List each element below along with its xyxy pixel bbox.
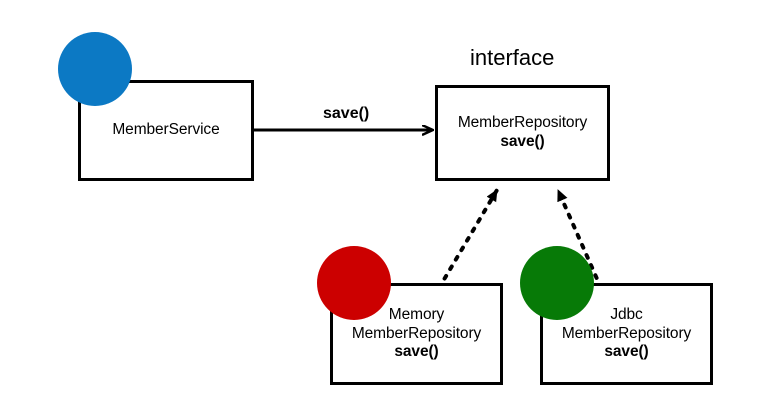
edge-memory-implements <box>437 188 499 290</box>
green-annotation-blob <box>520 246 594 320</box>
blue-annotation-blob <box>58 32 132 106</box>
node-member-repository-method: save() <box>500 133 545 150</box>
node-member-repository[interactable]: MemberRepository save() <box>435 85 610 181</box>
node-memory-member-repository-name-line2: MemberRepository <box>351 324 482 342</box>
node-jdbc-member-repository-method: save() <box>604 343 649 361</box>
edge-label-save-call: save() <box>323 105 370 122</box>
node-member-repository-name: MemberRepository <box>457 114 588 132</box>
node-jdbc-member-repository-name-line2: MemberRepository <box>561 324 692 342</box>
node-memory-member-repository-method: save() <box>394 343 439 361</box>
red-annotation-blob <box>317 246 391 320</box>
node-memory-member-repository-name-line1: Memory <box>388 305 445 323</box>
node-member-service-name: MemberService <box>112 121 220 139</box>
node-memory-member-repository[interactable]: Memory MemberRepository save() <box>330 283 503 385</box>
interface-stereotype-label: interface <box>470 45 555 70</box>
node-jdbc-member-repository-name-line1: Jdbc <box>610 305 643 323</box>
